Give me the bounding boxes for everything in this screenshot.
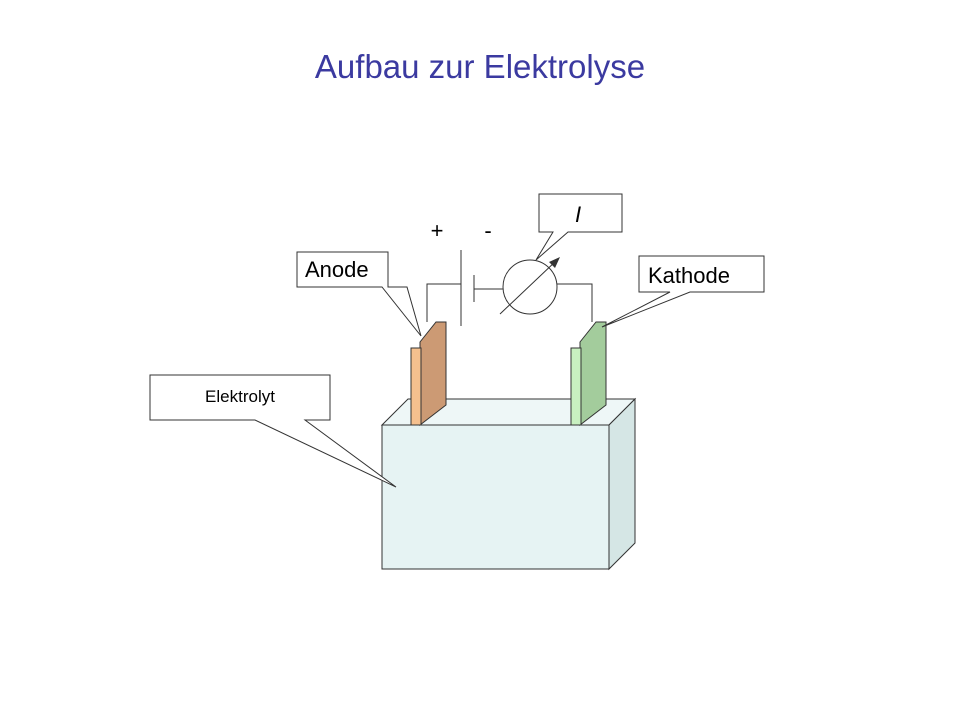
circuit-wires bbox=[426, 283, 593, 322]
kathode-electrode bbox=[570, 321, 607, 427]
current-label: I bbox=[575, 202, 581, 227]
anode-electrode bbox=[410, 321, 447, 427]
kathode-callout: Kathode bbox=[601, 255, 765, 328]
kathode-label: Kathode bbox=[648, 263, 730, 288]
anode-callout: Anode bbox=[296, 251, 422, 337]
elektrolyt-label: Elektrolyt bbox=[205, 387, 275, 406]
minus-sign: - bbox=[484, 218, 491, 243]
meter-to-kathode-wire bbox=[557, 283, 593, 322]
anode-label: Anode bbox=[305, 257, 369, 282]
anode-front-face bbox=[410, 347, 422, 426]
kathode-callout-box bbox=[601, 255, 765, 328]
kathode-front-face bbox=[570, 347, 582, 426]
battery-symbol bbox=[460, 250, 475, 326]
ammeter-needle-arrow bbox=[499, 259, 558, 315]
ammeter-circle bbox=[502, 259, 558, 315]
elektrolyt-callout: Elektrolyt bbox=[149, 374, 397, 488]
plus-sign: + bbox=[431, 218, 444, 243]
tank-front-face bbox=[381, 424, 610, 570]
slide-title: Aufbau zur Elektrolyse bbox=[314, 48, 646, 85]
tank-side-face bbox=[608, 397, 636, 571]
anode-wire bbox=[426, 283, 461, 322]
elektrolyt-callout-box bbox=[149, 374, 397, 488]
ammeter-arrow-head bbox=[549, 257, 560, 268]
current-callout: I bbox=[535, 193, 623, 261]
ammeter-symbol bbox=[499, 257, 560, 315]
current-callout-box bbox=[535, 193, 623, 261]
anode-callout-box bbox=[296, 251, 422, 337]
